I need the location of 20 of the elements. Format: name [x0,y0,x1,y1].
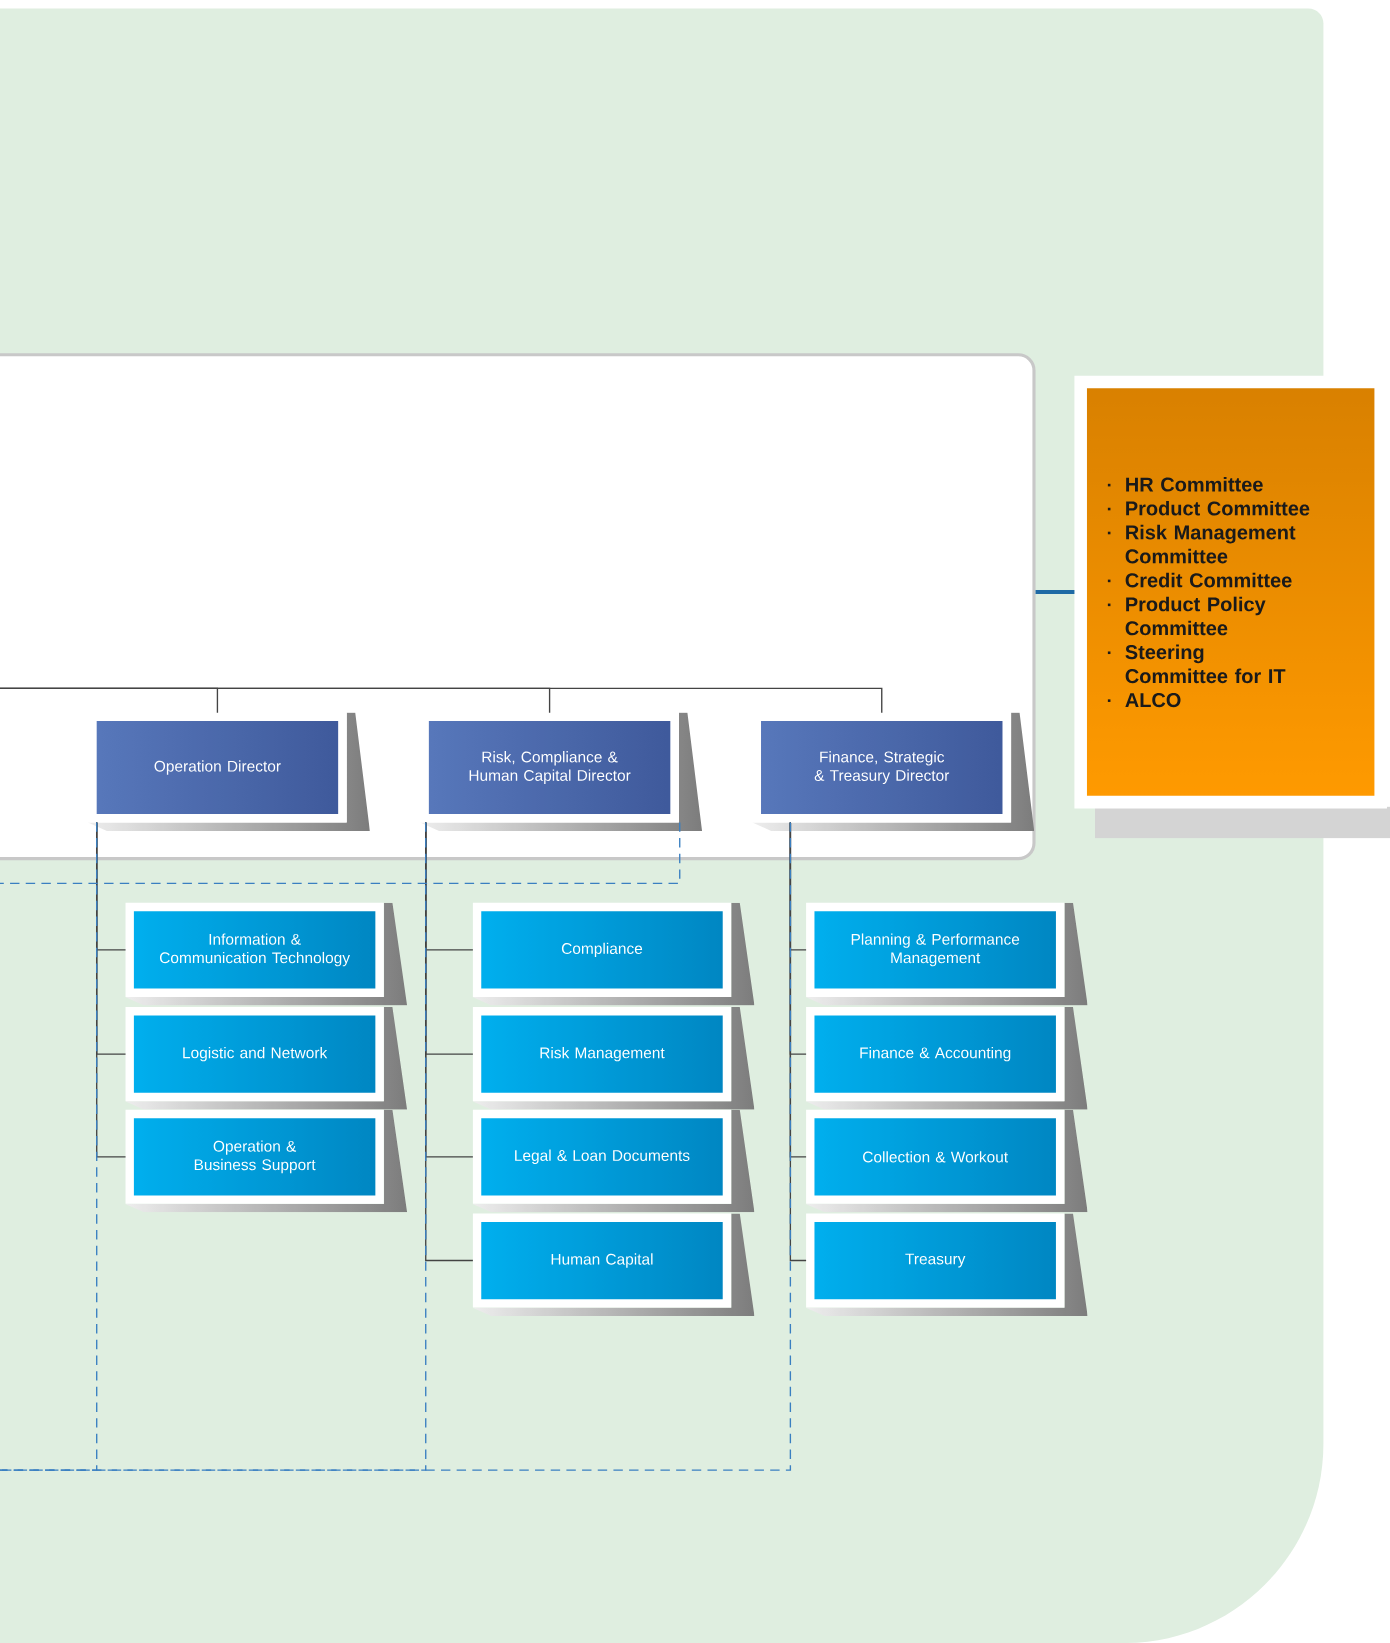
unit-box: Treasury [805,1213,1065,1308]
unit-box: Finance & Accounting [805,1007,1065,1102]
unit-box: Logistic and Network [125,1007,384,1102]
director-box: Finance, Strategic & Treasury Director [752,712,1011,823]
committee-box: HR Committee Product Committee Risk Management Committee Credit Committee Product Policy Committee Steering Committee for IT ALCO [1074,375,1390,839]
unit-box: Risk Management [472,1007,731,1102]
connector [0,821,427,1471]
unit-box: Operation & Business Support [125,1109,384,1204]
unit-box: Compliance [472,902,731,997]
unit-box: Collection & Workout [805,1109,1065,1204]
unit-box: Legal & Loan Documents [472,1109,731,1204]
unit-box: Human Capital [472,1213,731,1308]
unit-box: Planning & Performance Management [805,902,1065,997]
director-box: Operation Director [88,712,347,823]
unit-box: Information & Communication Technology [125,902,384,997]
connector [0,687,883,714]
connector [0,821,681,884]
connector [0,821,791,1471]
connector [1035,589,1075,595]
director-box: Risk, Compliance & Human Capital Director [420,712,679,823]
